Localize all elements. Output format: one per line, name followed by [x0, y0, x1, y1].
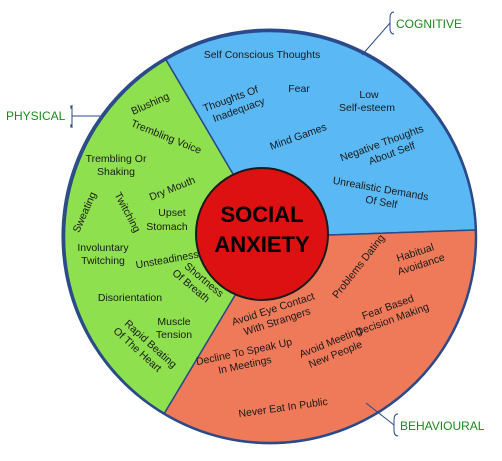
physical-bracket-curve [69, 105, 73, 128]
physical-item-upset-stomach-line2: Stomach [146, 221, 188, 233]
physical-item-involuntary-twitching-line1: Involuntary [77, 242, 129, 254]
physical-item-muscle-tension-line2: Tension [156, 329, 192, 341]
physical-item-trembling-or-shaking-line1: Trembling Or [86, 153, 147, 165]
center-circle [195, 167, 329, 301]
cognitive-item-low-self-esteem-line2: Self-esteem [339, 102, 395, 114]
physical-item-disorientation: Disorientation [98, 292, 162, 304]
cognitive-item-self-conscious-thoughts: Self Conscious Thoughts [204, 49, 321, 61]
cognitive-item-low-self-esteem-line1: Low [359, 89, 379, 101]
behavioural-category-label: BEHAVIOURAL [400, 419, 485, 433]
cognitive-category-label: COGNITIVE [396, 17, 462, 31]
behavioural-bracket [393, 413, 399, 437]
physical-item-muscle-tension-line1: Muscle [157, 316, 190, 328]
outer-ring [62, 29, 478, 445]
cognitive-item-unrealistic-demands-line2: Of Self [364, 194, 398, 211]
physical-item-trembling-or-shaking-line2: Shaking [97, 166, 135, 178]
cognitive-bracket [389, 11, 395, 35]
cognitive-leader-line [361, 22, 391, 56]
cognitive-item-fear: Fear [288, 83, 310, 95]
physical-item-upset-stomach-line1: Upset [158, 207, 186, 219]
physical-item-involuntary-twitching-line2: Twitching [81, 255, 125, 267]
behavioural-leader-line [365, 402, 395, 426]
center-title-line1: SOCIAL [220, 202, 303, 227]
center-title-line2: ANXIETY [214, 232, 310, 257]
physical-category-label: PHYSICAL [6, 109, 66, 123]
